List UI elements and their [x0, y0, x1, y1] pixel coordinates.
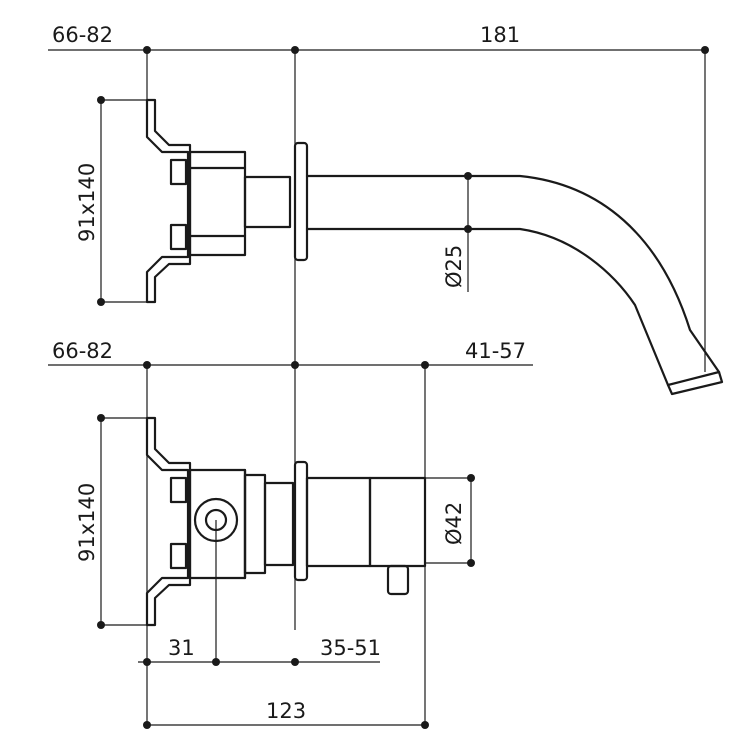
dim-dot [97, 414, 105, 422]
dim-dot [143, 721, 151, 729]
spout-assembly-view: 66-82 181 91x140 Ø25 [48, 23, 724, 630]
wall-flange [293, 141, 309, 262]
inlet-port [193, 497, 239, 543]
trim-offset-label: 35-51 [320, 636, 381, 660]
valve-connector [243, 473, 267, 575]
spout-aerator [666, 370, 724, 396]
valve-connector [263, 481, 295, 567]
handle-cap [368, 476, 427, 568]
mounting-bracket [145, 416, 192, 627]
valve-assembly-view: 66-82 41-57 91x140 [48, 339, 533, 729]
inlet-port-inner [204, 508, 228, 532]
top-wall-depth-label: 66-82 [52, 23, 113, 47]
dim-dot [97, 298, 105, 306]
dim-dot [97, 621, 105, 629]
bottom-plate-size-label: 91x140 [75, 483, 99, 562]
handle-lever [386, 564, 410, 596]
top-plate-size-label: 91x140 [75, 163, 99, 242]
dim-dot [464, 225, 472, 233]
dim-dot [212, 658, 220, 666]
stud [169, 223, 188, 251]
valve-center-offset-label: 31 [168, 636, 195, 660]
handle-diameter-label: Ø42 [442, 502, 466, 545]
spout-pipe [305, 227, 670, 387]
dim-dot [143, 658, 151, 666]
valve-reach-label: 41-57 [465, 339, 526, 363]
dim-dot [97, 96, 105, 104]
dim-dot [464, 172, 472, 180]
stud [169, 476, 188, 504]
dim-dot [291, 361, 299, 369]
dim-dot [467, 559, 475, 567]
wall-flange [293, 460, 309, 582]
spout-connector [243, 175, 292, 229]
dim-dot [421, 721, 429, 729]
stud [169, 542, 188, 570]
bottom-wall-depth-label: 66-82 [52, 339, 113, 363]
spout-reach-label: 181 [480, 23, 520, 47]
mounting-bracket [145, 98, 192, 304]
handle-body [305, 476, 372, 568]
spout-diameter-label: Ø25 [442, 245, 466, 288]
spout-pipe [305, 174, 721, 374]
dim-dot [467, 474, 475, 482]
stud [169, 158, 188, 186]
dim-dot [291, 658, 299, 666]
overall-depth-label: 123 [266, 699, 306, 723]
